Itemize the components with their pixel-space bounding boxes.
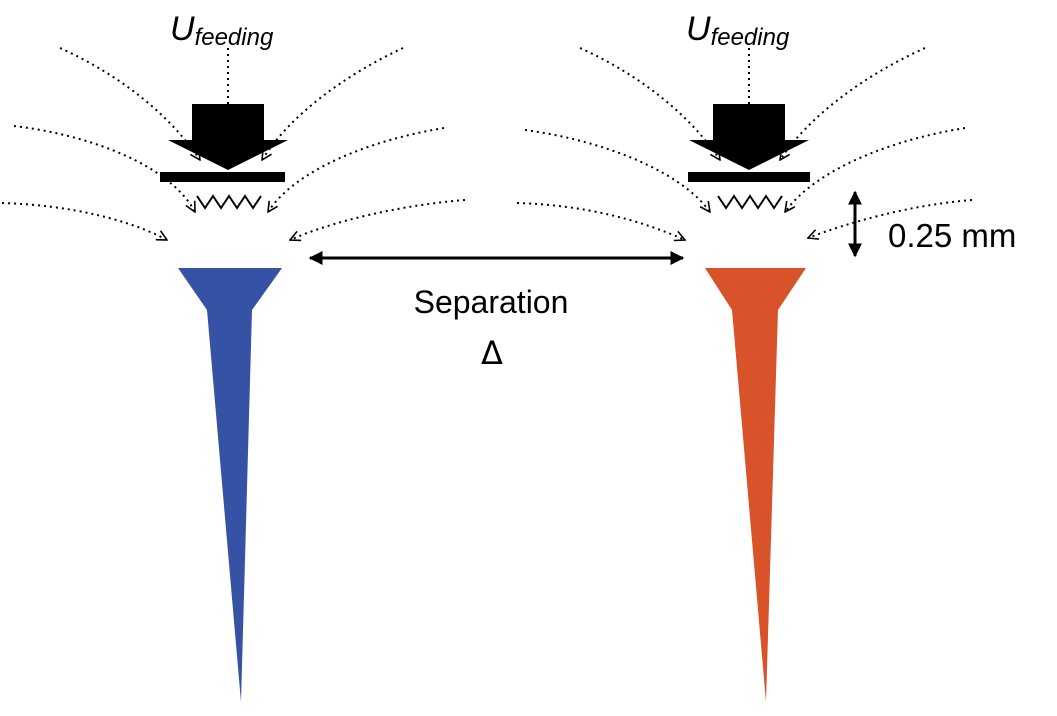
right-reaction-zone-zigzag: [717, 194, 783, 210]
left-nozzle-plate: [160, 172, 285, 182]
left-nozzle-group: Ufeeding: [1, 10, 466, 702]
left-entrainment-streamlines: [1, 47, 466, 240]
right-feeding-arrow-icon: [689, 104, 809, 170]
left-feeding-velocity-label: Ufeeding: [170, 10, 274, 51]
left-feeding-arrow-icon: [168, 104, 288, 170]
right-feeding-velocity-label: Ufeeding: [686, 10, 790, 51]
right-nozzle-group: Ufeeding: [516, 10, 973, 702]
right-flame-orange: [705, 268, 806, 702]
gap-dimension-label: 0.25 mm: [888, 217, 1016, 254]
separation-label: Separation: [414, 284, 569, 320]
left-reaction-zone-zigzag: [196, 194, 262, 210]
right-entrainment-streamlines: [516, 47, 973, 240]
left-flame-blue: [178, 268, 282, 702]
right-nozzle-plate: [688, 172, 810, 182]
separation-delta-symbol: Δ: [481, 334, 503, 372]
